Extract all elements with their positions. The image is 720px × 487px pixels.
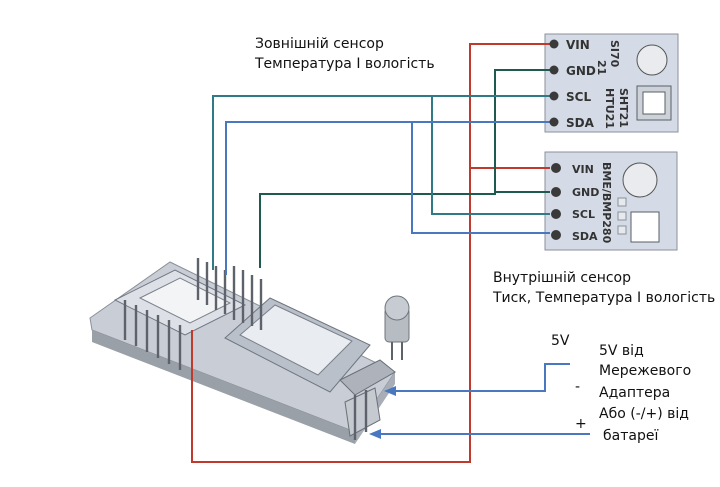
outer-sensor-title-line2: Температура І вологість: [255, 56, 435, 72]
gnd-wire: [259, 69, 550, 268]
outer-pin-label: SCL: [566, 90, 591, 104]
sda-wire-to-board: [225, 121, 412, 275]
power-arrow-minus: [384, 386, 396, 396]
scl-wire-to-board: [212, 95, 432, 270]
inner-pin-label: VIN: [572, 163, 594, 176]
sda-wire: [411, 121, 550, 234]
power-text-line5: батареї: [603, 428, 659, 444]
power-5v-wire: [392, 363, 570, 392]
chip-label-si70: SI70: [608, 40, 621, 68]
header-pins: [123, 258, 263, 370]
power-text-line2: Мережевого: [599, 363, 692, 379]
led-indicator: [384, 295, 410, 360]
inner-pin-label: GND: [572, 186, 599, 199]
minus-label: -: [575, 379, 580, 395]
chip-label-21: 21: [595, 60, 608, 75]
pin-dots: [549, 39, 561, 240]
inner-pin-label: SDA: [572, 230, 598, 243]
outer-pin-label: GND: [566, 64, 596, 78]
inner-sensor-pin-labels: VIN GND SCL SDA: [572, 163, 599, 243]
power-text-line1: 5V від: [599, 343, 644, 359]
inner-pin-label: SCL: [572, 208, 595, 221]
inner-sensor-board: [544, 151, 678, 251]
power-connector: [339, 359, 396, 440]
outer-pin-label: SDA: [566, 116, 595, 130]
outer-pin-label: VIN: [566, 38, 590, 52]
power-text-line4: Або (-/+) від: [599, 406, 689, 422]
outer-sensor-pin-labels: VIN GND SCL SDA: [566, 38, 596, 130]
vin-wire: [191, 43, 550, 463]
outer-sensor-chip-labels: SI70 21 SHT21 HTU21: [595, 40, 630, 129]
outer-sensor-title-line1: Зовнішній сенсор: [255, 36, 384, 52]
plus-label: +: [575, 416, 587, 432]
chip-label-sht21: SHT21: [617, 88, 630, 128]
power-text-line3: Адаптера: [599, 385, 671, 401]
inner-sensor-title-line2: Тиск, Температура І вологість: [493, 290, 716, 306]
power-arrow-plus: [369, 429, 381, 439]
scl-wire: [431, 95, 550, 215]
voltage-label: 5V: [551, 333, 570, 349]
outer-sensor-board: [544, 33, 679, 133]
controller-board: [89, 258, 410, 444]
inner-sensor-title-line1: Внутрішній сенсор: [493, 270, 631, 286]
wifi-module: [113, 269, 247, 336]
chip-label-bme280: BME/BMP280: [600, 162, 613, 244]
chip-label-htu21: HTU21: [603, 88, 616, 129]
wires: [191, 43, 590, 463]
